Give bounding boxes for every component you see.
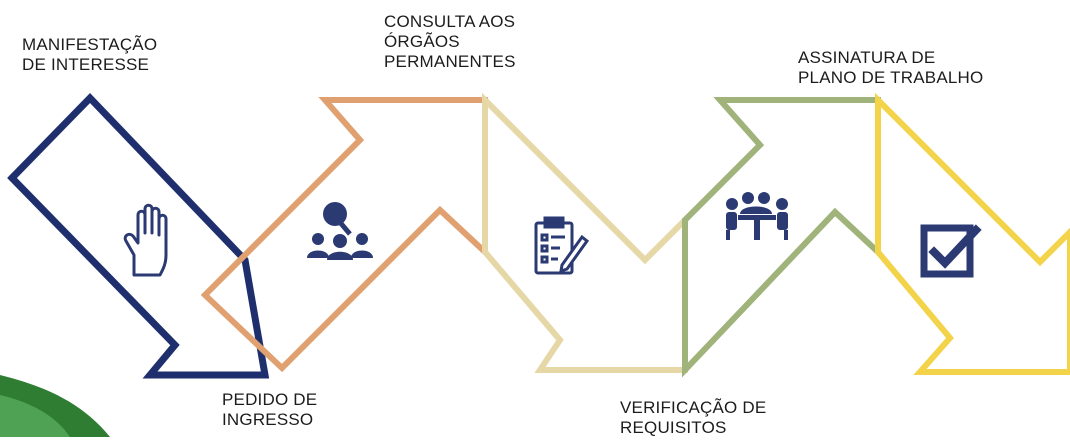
step-label-manifestacao: MANIFESTAÇÃO DE INTERESSE [22, 35, 158, 74]
step-arrow-verificacao [682, 97, 881, 378]
step-label-consulta: CONSULTA AOS ÓRGÃOS PERMANENTES [384, 12, 516, 71]
corner-decoration-light [0, 395, 70, 437]
step-label-pedido: PEDIDO DE INGRESSO [222, 390, 318, 429]
people-search-icon [307, 202, 373, 260]
step-arrow-manifestacao [7, 92, 270, 379]
step-arrow-pedido [200, 97, 488, 373]
step-arrow-assinatura [875, 92, 1070, 375]
step-label-verificacao: VERIFICAÇÃO DE REQUISITOS [620, 398, 767, 437]
step-arrow-consulta [482, 92, 688, 373]
step-label-assinatura: ASSINATURA DE PLANO DE TRABALHO [798, 48, 984, 87]
checkbox-checked-icon [920, 224, 982, 278]
meeting-table-icon [726, 192, 788, 240]
raised-hand-icon [123, 203, 168, 277]
clipboard-checklist-icon [534, 216, 590, 275]
